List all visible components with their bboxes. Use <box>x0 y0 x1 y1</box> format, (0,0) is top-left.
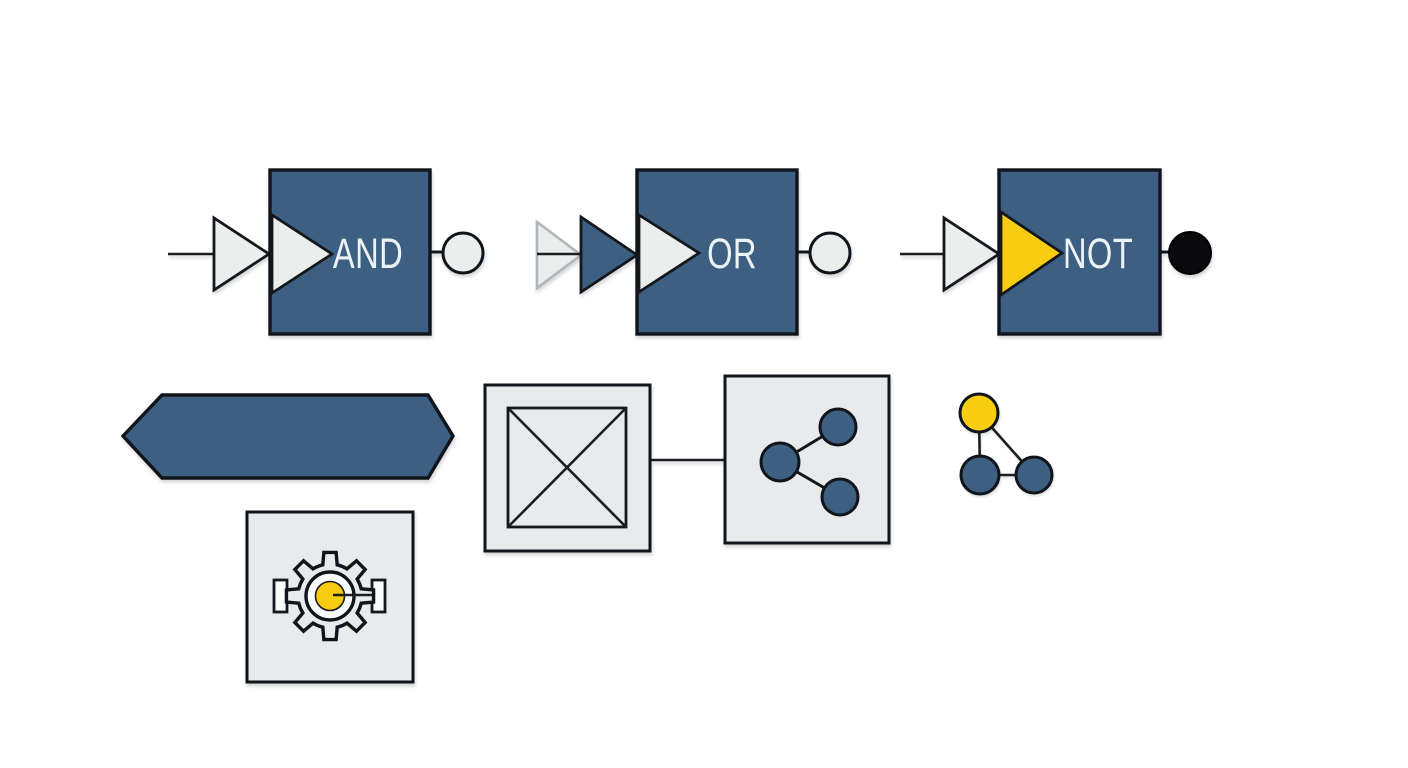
not-input-triangle-icon <box>942 215 1002 293</box>
node-yellow-icon <box>958 392 1000 434</box>
and-gate-label: AND <box>333 230 403 278</box>
node-blue-right-icon <box>1014 455 1054 495</box>
crossed-box-group <box>483 383 725 553</box>
not-gate-label: NOT <box>1063 230 1133 278</box>
and-input-triangle-icon <box>212 215 272 293</box>
node-blue-left-icon <box>959 454 1001 496</box>
share-node-bottom-icon <box>820 477 860 517</box>
not-output-filled-circle-icon <box>1168 231 1212 275</box>
not-inner-triangle-yellow-icon <box>999 209 1065 298</box>
or-gate-label: OR <box>707 230 757 278</box>
share-node-top-icon <box>818 407 858 447</box>
hexagon-shape <box>120 393 455 480</box>
and-inner-triangle-icon <box>270 212 335 296</box>
crossed-box-inner-square <box>506 406 628 529</box>
share-box-panel <box>723 374 891 545</box>
share-node-left-icon <box>759 441 801 483</box>
or-gate: OR <box>535 168 852 336</box>
or-inner-triangle-icon <box>637 212 702 295</box>
and-output-circle-icon <box>441 231 485 275</box>
or-input-triangle-blue-icon <box>579 214 640 295</box>
crossed-box-diagonal-2 <box>507 407 627 528</box>
or-output-circle-icon <box>808 231 852 275</box>
share-box-group <box>723 374 891 545</box>
gear-icon <box>284 550 376 642</box>
and-gate: AND <box>168 168 485 336</box>
node-triangle-group <box>958 392 1054 496</box>
hexagon-band <box>120 393 455 480</box>
gear-box-group <box>245 510 415 684</box>
not-gate: NOT <box>900 168 1212 336</box>
